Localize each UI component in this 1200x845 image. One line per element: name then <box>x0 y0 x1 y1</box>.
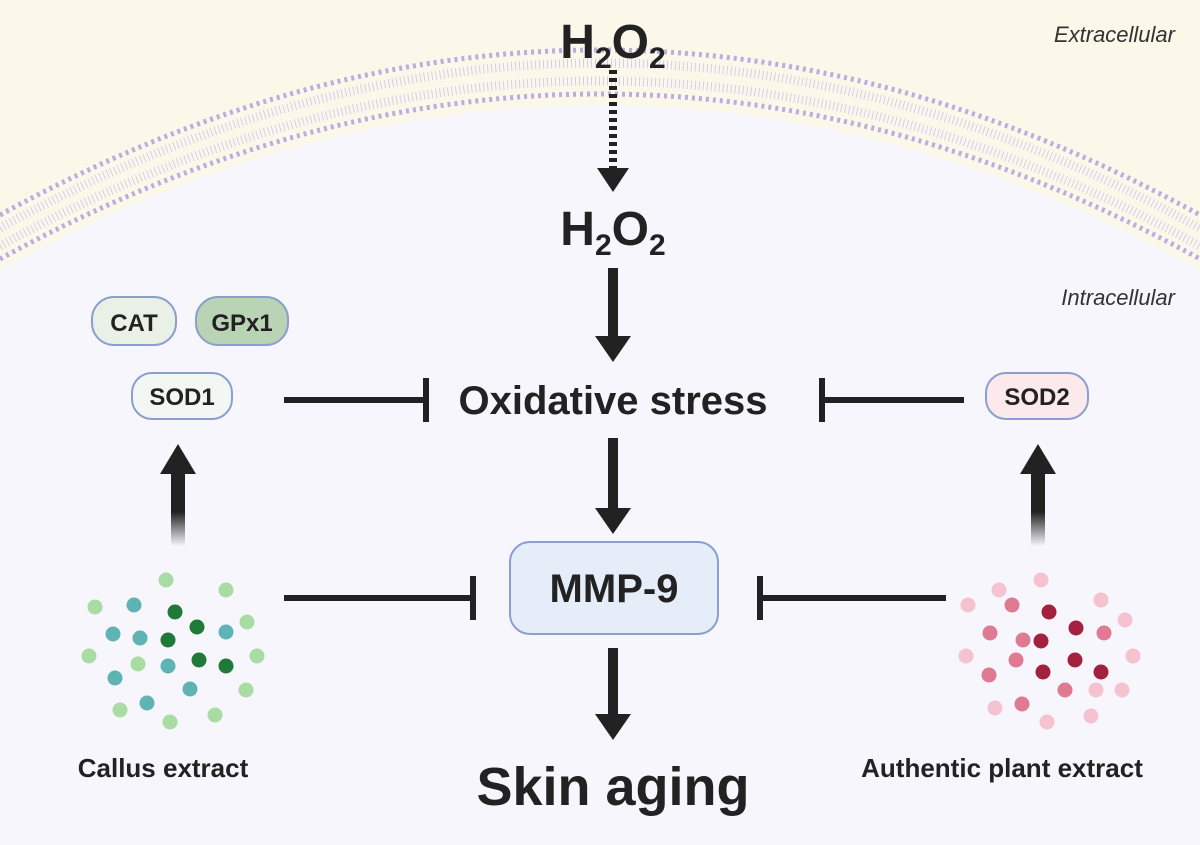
cat-pill: CAT <box>91 296 177 346</box>
callus-particle <box>239 614 255 630</box>
arrow-oxidative-stress-to-mmp9 <box>595 438 631 534</box>
inhibition-sod2-oxidative-stress <box>819 378 964 422</box>
sod1-pill: SOD1 <box>131 372 233 420</box>
sod2-pill: SOD2 <box>985 372 1089 420</box>
intracellular-background <box>0 105 1200 840</box>
callus-particle <box>87 599 103 615</box>
arrow-mmp9-to-skin-aging <box>595 648 631 740</box>
callus-particle <box>167 604 183 620</box>
membrane-inner-tails <box>0 76 1200 250</box>
callus-particle <box>112 702 128 718</box>
inhibition-authentic-mmp9 <box>757 576 946 620</box>
callus-particle <box>139 695 155 711</box>
plant-particle <box>1041 604 1057 620</box>
callus-particle <box>182 681 198 697</box>
oxidative-stress-label: Oxidative stress <box>458 379 767 423</box>
inhibition-callus-mmp9 <box>284 576 476 620</box>
callus-particle <box>218 582 234 598</box>
h2o2-extracellular: H2O2 <box>560 16 665 75</box>
callus-particle <box>191 652 207 668</box>
inhibition-sod1-oxidative-stress <box>284 378 429 422</box>
callus-particle <box>132 630 148 646</box>
plant-particle <box>1008 652 1024 668</box>
plant-particle <box>1033 572 1049 588</box>
arrow-callus-to-sod1 <box>160 444 196 546</box>
plant-particle <box>1033 633 1049 649</box>
plant-particle <box>1057 682 1073 698</box>
callus-extract-label: Callus extract <box>78 753 249 783</box>
h2o2-diffusion-arrow <box>597 70 629 192</box>
callus-particle <box>130 656 146 672</box>
callus-particle <box>218 624 234 640</box>
intracellular-label: Intracellular <box>1061 285 1176 310</box>
arrow-h2o2-to-oxidative-stress <box>595 268 631 362</box>
callus-particle <box>160 658 176 674</box>
mmp9-label: MMP-9 <box>550 567 679 611</box>
extracellular-label: Extracellular <box>1054 22 1177 47</box>
plant-particle <box>1015 632 1031 648</box>
plant-particle <box>1083 708 1099 724</box>
plant-particle <box>981 667 997 683</box>
plant-particle <box>1035 664 1051 680</box>
authentic-plant-extract-label: Authentic plant extract <box>861 753 1143 783</box>
callus-particle <box>160 632 176 648</box>
plant-particle <box>958 648 974 664</box>
plant-particle <box>1068 620 1084 636</box>
plant-particle <box>1088 682 1104 698</box>
callus-particle <box>189 619 205 635</box>
plant-particle <box>1004 597 1020 613</box>
membrane-outer-heads <box>0 47 1200 218</box>
plant-particle <box>1114 682 1130 698</box>
h2o2-intracellular: H2O2 <box>560 203 665 262</box>
authentic-plant-extract-particles <box>958 572 1141 730</box>
callus-particle <box>218 658 234 674</box>
membrane-outer-tails <box>0 58 1200 232</box>
cat-label: CAT <box>110 310 158 337</box>
callus-particle <box>107 670 123 686</box>
plant-particle <box>1014 696 1030 712</box>
plant-particle <box>1039 714 1055 730</box>
plant-particle <box>1125 648 1141 664</box>
skin-aging-label: Skin aging <box>476 757 749 817</box>
plant-particle <box>1117 612 1133 628</box>
mmp9-node: MMP-9 <box>509 541 719 635</box>
callus-particle <box>105 626 121 642</box>
callus-particle <box>162 714 178 730</box>
plant-particle <box>1093 592 1109 608</box>
plant-particle <box>982 625 998 641</box>
plant-particle <box>1093 664 1109 680</box>
sod1-label: SOD1 <box>149 384 214 411</box>
plant-particle <box>987 700 1003 716</box>
callus-particle <box>207 707 223 723</box>
callus-particle <box>158 572 174 588</box>
callus-particle <box>249 648 265 664</box>
plant-particle <box>991 582 1007 598</box>
callus-particle <box>126 597 142 613</box>
membrane-inner-heads <box>0 91 1200 262</box>
callus-particle <box>81 648 97 664</box>
callus-extract-particles <box>81 572 265 730</box>
cell-membrane <box>0 47 1200 262</box>
gpx1-pill: GPx1 <box>195 296 289 346</box>
plant-particle <box>1067 652 1083 668</box>
sod2-label: SOD2 <box>1004 384 1069 411</box>
callus-particle <box>238 682 254 698</box>
gpx1-label: GPx1 <box>211 310 272 337</box>
arrow-authentic-to-sod2 <box>1020 444 1056 546</box>
plant-particle <box>1096 625 1112 641</box>
plant-particle <box>960 597 976 613</box>
